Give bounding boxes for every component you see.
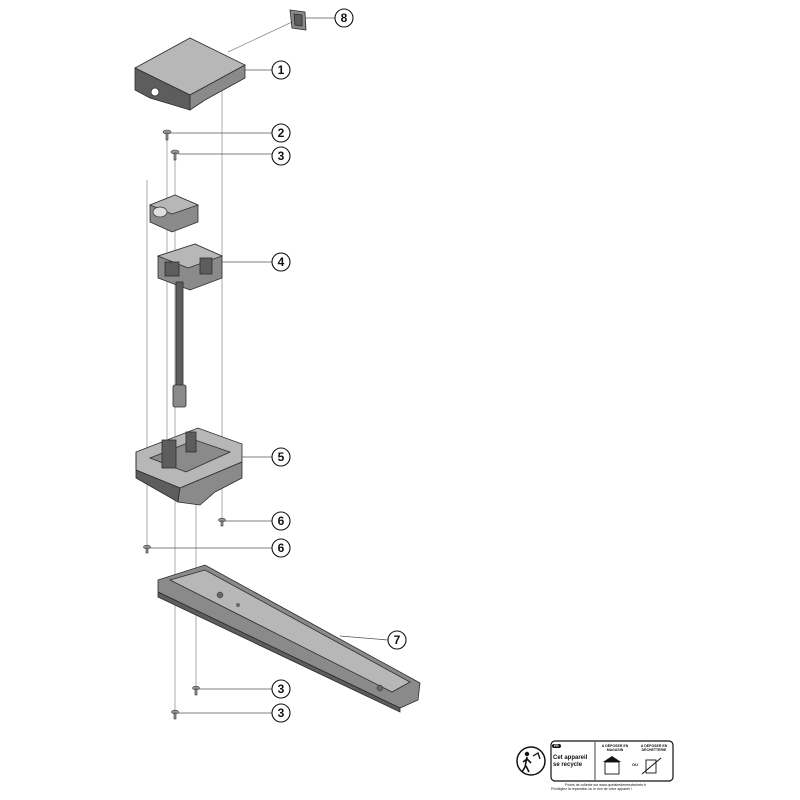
screw-3-top: [170, 149, 180, 161]
svg-text:8: 8: [341, 11, 348, 25]
recycling-label-frame: [516, 740, 674, 782]
callout-5: 5: [271, 447, 291, 467]
part-8-cap: [289, 9, 307, 31]
callout-7: 7: [387, 630, 407, 650]
callout-4: 4: [271, 252, 291, 272]
label-option-store: À DÉPOSER EN MAGASIN: [601, 744, 629, 752]
callout-1: 1: [271, 60, 291, 80]
screw-3-bottom-a: [192, 685, 200, 696]
callout-6-lower: 6: [271, 538, 291, 558]
screw-2-top: [162, 129, 172, 141]
svg-text:7: 7: [394, 633, 401, 647]
callout-3-bottom-a: 3: [271, 679, 291, 699]
screw-6-left: [143, 544, 151, 554]
svg-text:3: 3: [278, 149, 285, 163]
triman-icon: [516, 746, 546, 776]
label-footer-collection: Points de collecte sur www.quefairedemes…: [565, 783, 647, 787]
cable-clamp-block: [148, 194, 200, 233]
part-7-base-rail: [157, 564, 421, 713]
screw-3-bottom-b: [171, 709, 179, 720]
label-or: OU: [632, 762, 638, 767]
callout-3-bottom-b: 3: [271, 703, 291, 723]
svg-text:3: 3: [278, 682, 285, 696]
svg-text:6: 6: [278, 514, 285, 528]
svg-text:4: 4: [278, 255, 285, 269]
label-country-tag: FR: [552, 744, 561, 748]
callout-8: 8: [334, 8, 354, 28]
store-icon: [603, 756, 621, 775]
svg-text:3: 3: [278, 706, 285, 720]
svg-text:5: 5: [278, 450, 285, 464]
callout-3-top: 3: [271, 146, 291, 166]
leader-lines: [150, 17, 389, 714]
part-4-connector-unit: [156, 243, 224, 408]
label-footer-repair: Privilégiez la réparation ou le don de v…: [551, 787, 632, 791]
label-main-text-line1: Cet appareil: [553, 755, 588, 761]
svg-text:2: 2: [278, 126, 285, 140]
callout-2: 2: [271, 123, 291, 143]
callout-6-upper: 6: [271, 511, 291, 531]
screw-6-right: [218, 517, 226, 527]
svg-text:1: 1: [278, 63, 285, 77]
label-option-dump: À DÉPOSER EN DÉCHETTERIE: [640, 744, 668, 752]
waste-bin-crossed-icon: [641, 757, 662, 775]
svg-text:6: 6: [278, 541, 285, 555]
recycling-label: FR Cet appareil se recycle À DÉPOSER EN …: [515, 740, 675, 792]
label-main-text-line2: se recycle: [553, 762, 583, 768]
part-5-lower-housing: [135, 427, 243, 506]
part-1-top-cover: [134, 37, 246, 111]
